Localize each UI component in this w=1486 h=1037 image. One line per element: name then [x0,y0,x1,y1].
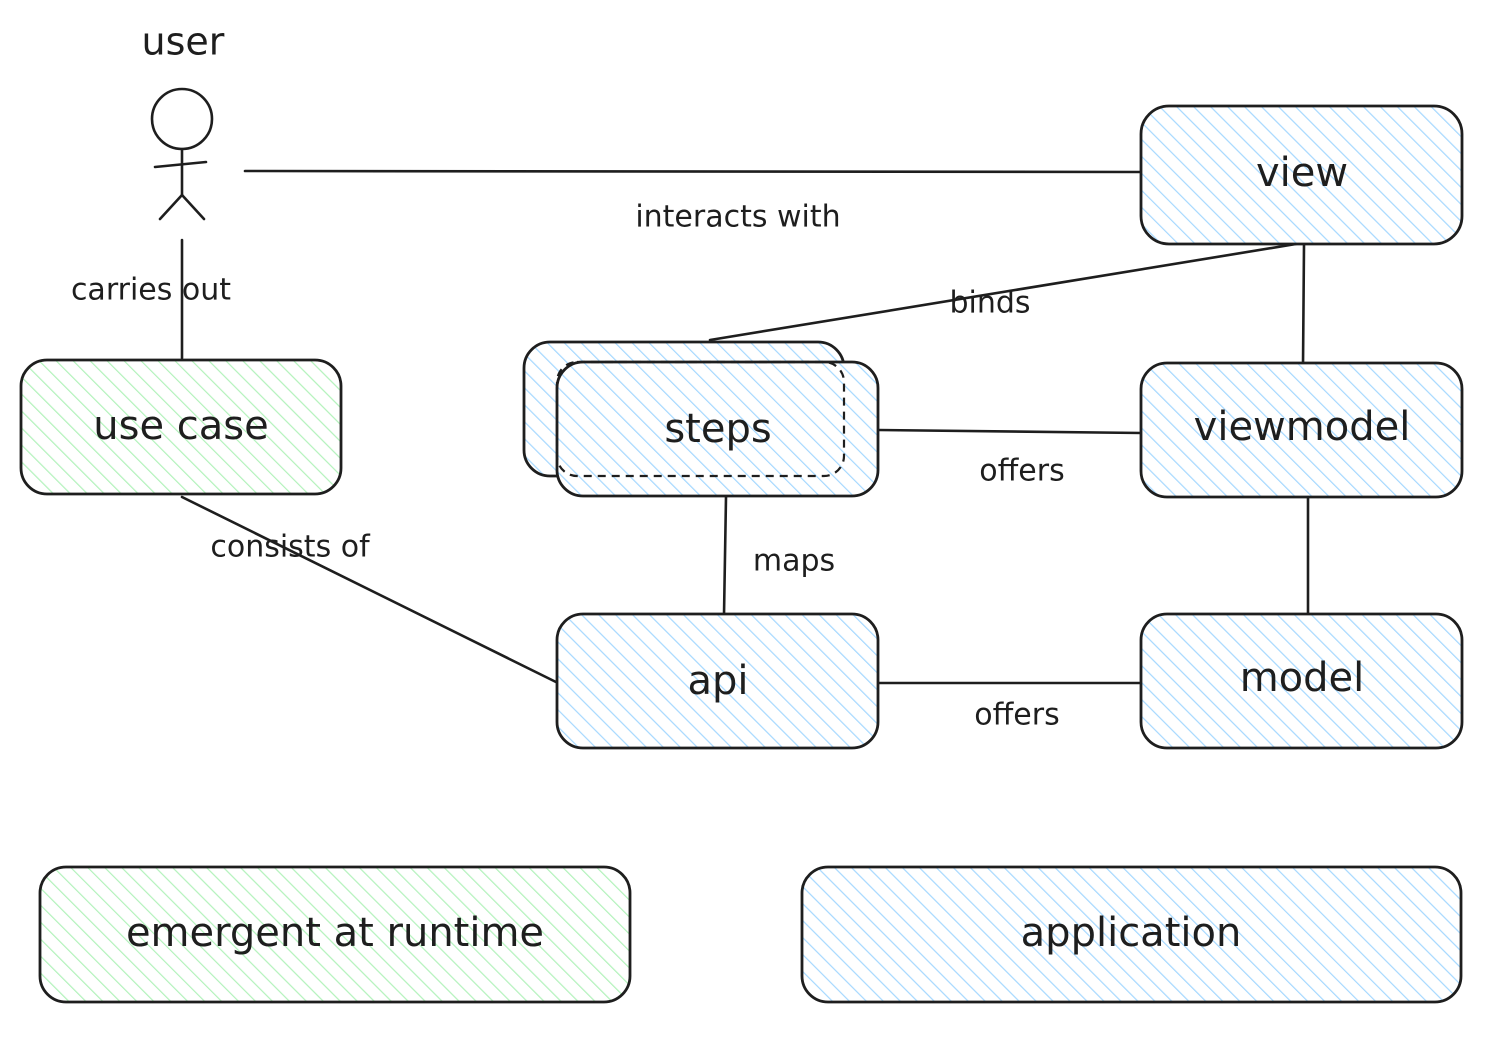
view-viewmodel-connector [1301,243,1306,368]
carries-out-label: carries out [71,273,231,308]
interacts-with-connector [243,169,1144,174]
consists-of-label: consists of [210,530,371,565]
user-actor: user [142,20,225,221]
steps-dashed-outline [555,360,846,478]
maps-label: maps [753,544,835,579]
node-api-label: api [687,658,748,704]
offers-api-label: offers [974,698,1059,733]
stick-figure-icon [150,87,214,221]
legend-application-label: application [1021,910,1242,956]
offers-steps-label: offers [979,454,1064,489]
node-api[interactable]: api [555,612,880,750]
node-steps-label: steps [664,406,771,452]
legend-emergent-label: emergent at runtime [126,910,544,956]
node-viewmodel[interactable]: viewmodel [1139,361,1464,499]
node-model-label: model [1240,655,1365,701]
binds-connector [708,242,1298,342]
consists-of-connector [180,495,560,685]
node-steps[interactable]: steps [522,340,880,498]
node-view-label: view [1256,150,1348,196]
legend-application: application [800,865,1463,1004]
interacts-with-label: interacts with [635,200,840,235]
node-viewmodel-label: viewmodel [1194,404,1411,450]
node-use-case-label: use case [93,403,268,449]
offers-steps-connector [876,428,1144,435]
binds-label: binds [949,286,1030,321]
node-model[interactable]: model [1139,612,1464,750]
user-actor-label: user [142,20,225,64]
legend-emergent: emergent at runtime [38,865,632,1004]
node-view[interactable]: view [1139,104,1464,246]
node-use-case[interactable]: use case [19,358,343,496]
maps-connector [722,495,728,617]
